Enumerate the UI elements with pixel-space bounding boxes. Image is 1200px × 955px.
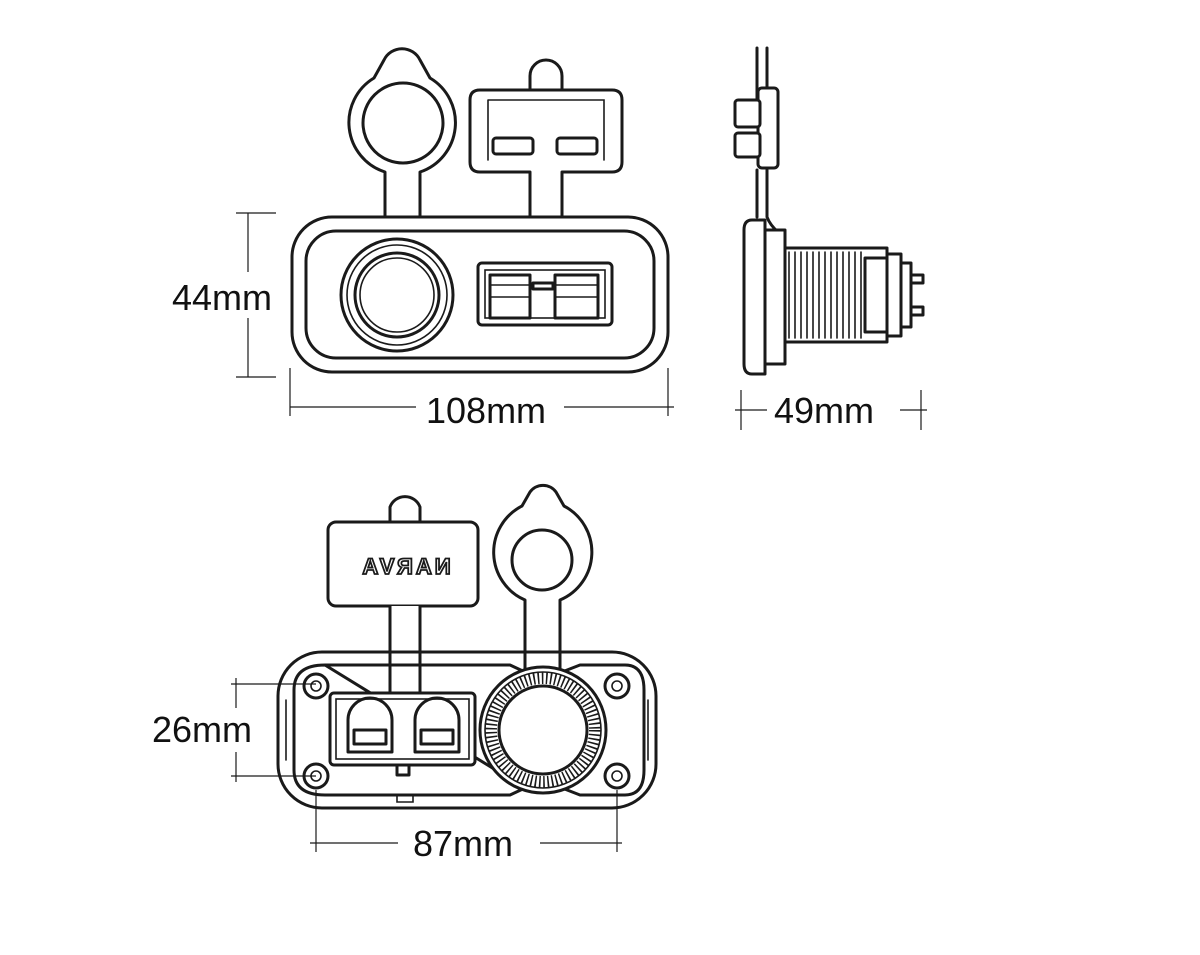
front-anderson-socket: [476, 261, 614, 327]
rear-view: [231, 483, 658, 852]
narva-logo-text: NARVA: [359, 554, 450, 579]
front-panel-body: [290, 215, 670, 374]
front-view: [236, 47, 674, 416]
side-view: [733, 46, 927, 430]
rear-vertical-label: 26mm: [152, 709, 253, 750]
rear-dimension-lines: [231, 678, 622, 852]
rear-panel-body: [276, 650, 658, 810]
rear-cigarette-cap: [492, 483, 594, 672]
rear-horizontal-label: 87mm: [413, 823, 514, 864]
rear-cigarette-socket: [478, 665, 608, 795]
front-width-label: 108mm: [426, 390, 547, 431]
side-thread-lines: [788, 251, 862, 339]
rear-anderson-socket: [328, 691, 477, 777]
side-depth-label: 49mm: [774, 390, 875, 431]
rear-anderson-cover: [326, 495, 480, 697]
front-cigarette-cap: [347, 47, 457, 220]
front-anderson-cover: [468, 58, 624, 220]
front-height-label: 44mm: [172, 277, 273, 318]
front-dimension-lines: [236, 212, 674, 416]
